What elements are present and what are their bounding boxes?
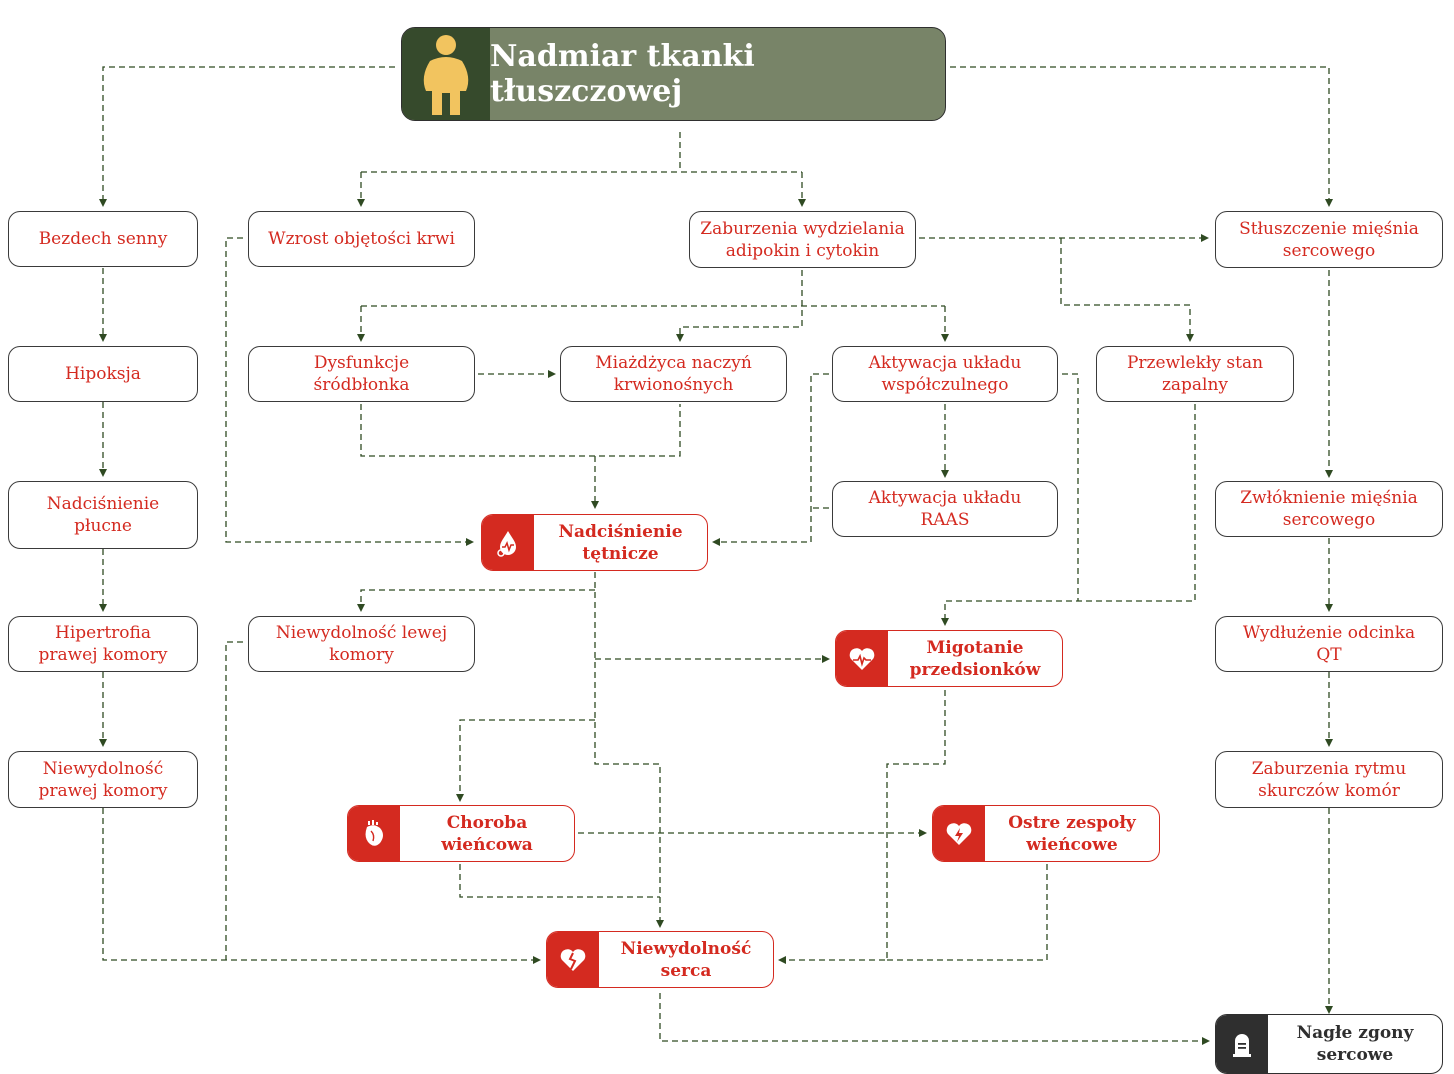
anatomical-heart-icon bbox=[348, 806, 400, 861]
node-zaburzenia-rytmu: Zaburzenia rytmu skurczów komór bbox=[1215, 751, 1443, 808]
node-label: Choroba wieńcowa bbox=[441, 812, 533, 855]
node-label: Migotanie przedsionków bbox=[909, 637, 1041, 680]
heart-pulse-icon bbox=[836, 631, 888, 686]
node-aktywacja-raas: Aktywacja układu RAAS bbox=[832, 481, 1058, 537]
node-wydluzenie-qt: Wydłużenie odcinka QT bbox=[1215, 616, 1443, 672]
node-miazdzyca: Miażdżyca naczyń krwionośnych bbox=[560, 346, 787, 402]
node-nadcisnienie-tetnicze: Nadciśnienie tętnicze bbox=[481, 514, 708, 571]
node-zaburzenia-adipokin: Zaburzenia wydzielania adipokin i cytoki… bbox=[689, 211, 916, 268]
node-niewydolnosc-lewej: Niewydolność lewej komory bbox=[248, 616, 475, 672]
node-niewydolnosc-prawej: Niewydolność prawej komory bbox=[8, 751, 198, 808]
node-wzrost-objetosci: Wzrost objętości krwi bbox=[248, 211, 475, 267]
node-label: Nadciśnienie tętnicze bbox=[558, 521, 683, 564]
node-bezdech: Bezdech senny bbox=[8, 211, 198, 267]
node-stluszczenie: Stłuszczenie mięśnia sercowego bbox=[1215, 211, 1443, 268]
person-icon bbox=[402, 28, 490, 120]
broken-heart-icon bbox=[547, 932, 599, 987]
node-aktywacja-wspolczulnego: Aktywacja układu współczulnego bbox=[832, 346, 1058, 402]
node-nagle-zgony: Nagłe zgony sercowe bbox=[1215, 1014, 1443, 1074]
node-niewydolnosc-serca: Niewydolność serca bbox=[546, 931, 774, 988]
heart-attack-icon bbox=[933, 806, 985, 861]
node-hipertrofia: Hipertrofia prawej komory bbox=[8, 616, 198, 672]
blood-pressure-icon bbox=[482, 515, 534, 570]
top-banner: Nadmiar tkanki tłuszczowej bbox=[401, 27, 946, 121]
node-zwloknienie: Zwłóknienie mięśnia sercowego bbox=[1215, 481, 1443, 537]
node-choroba-wiencowa: Choroba wieńcowa bbox=[347, 805, 575, 862]
node-label: Nagłe zgony sercowe bbox=[1296, 1023, 1414, 1065]
node-label: Niewydolność serca bbox=[620, 938, 752, 981]
node-migotanie: Migotanie przedsionków bbox=[835, 630, 1063, 687]
node-ostre-zespoly: Ostre zespoły wieńcowe bbox=[932, 805, 1160, 862]
node-dysfunkcje: Dysfunkcje śródbłonka bbox=[248, 346, 475, 402]
gravestone-icon bbox=[1216, 1015, 1268, 1073]
node-nadcisnienie-plucne: Nadciśnienie płucne bbox=[8, 481, 198, 549]
diagram-title: Nadmiar tkanki tłuszczowej bbox=[490, 39, 755, 109]
node-stan-zapalny: Przewlekły stan zapalny bbox=[1096, 346, 1294, 402]
node-hipoksja: Hipoksja bbox=[8, 346, 198, 402]
node-label: Ostre zespoły wieńcowe bbox=[1008, 812, 1136, 855]
